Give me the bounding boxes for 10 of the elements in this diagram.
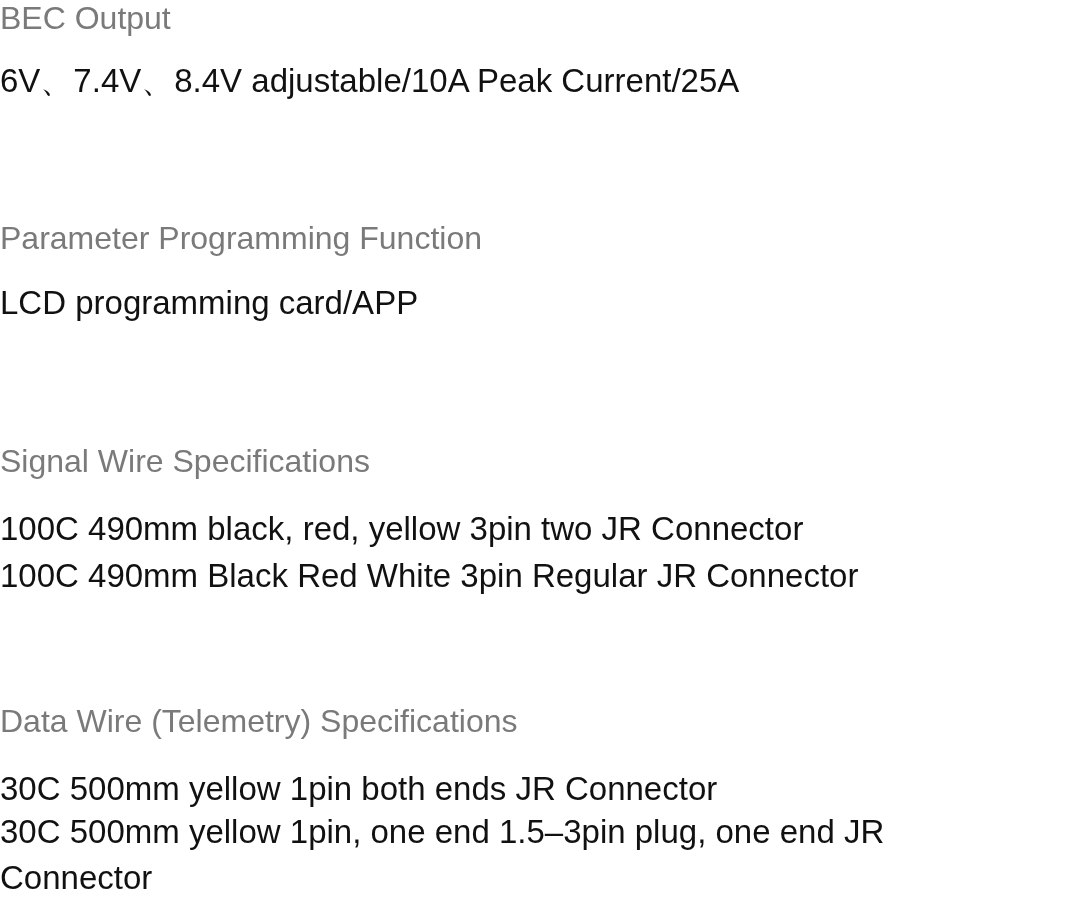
section-heading: Signal Wire Specifications bbox=[0, 443, 370, 480]
spec-text: LCD programming card/APP bbox=[0, 284, 419, 322]
section-heading: BEC Output bbox=[0, 0, 171, 37]
spec-text: 100C 490mm Black Red White 3pin Regular JR Connector bbox=[0, 557, 859, 595]
section-heading: Parameter Programming Function bbox=[0, 220, 482, 257]
spec-text: 30C 500mm yellow 1pin, one end 1.5–3pin plug, one end JR Connector bbox=[0, 812, 886, 898]
section-heading: Data Wire (Telemetry) Specifications bbox=[0, 703, 518, 740]
spec-text: 100C 490mm black, red, yellow 3pin two JR Connector bbox=[0, 510, 804, 548]
spec-text: 6V、7.4V、8.4V adjustable/10A Peak Current/25A bbox=[0, 62, 740, 100]
spec-text: 30C 500mm yellow 1pin both ends JR Connector bbox=[0, 770, 718, 808]
